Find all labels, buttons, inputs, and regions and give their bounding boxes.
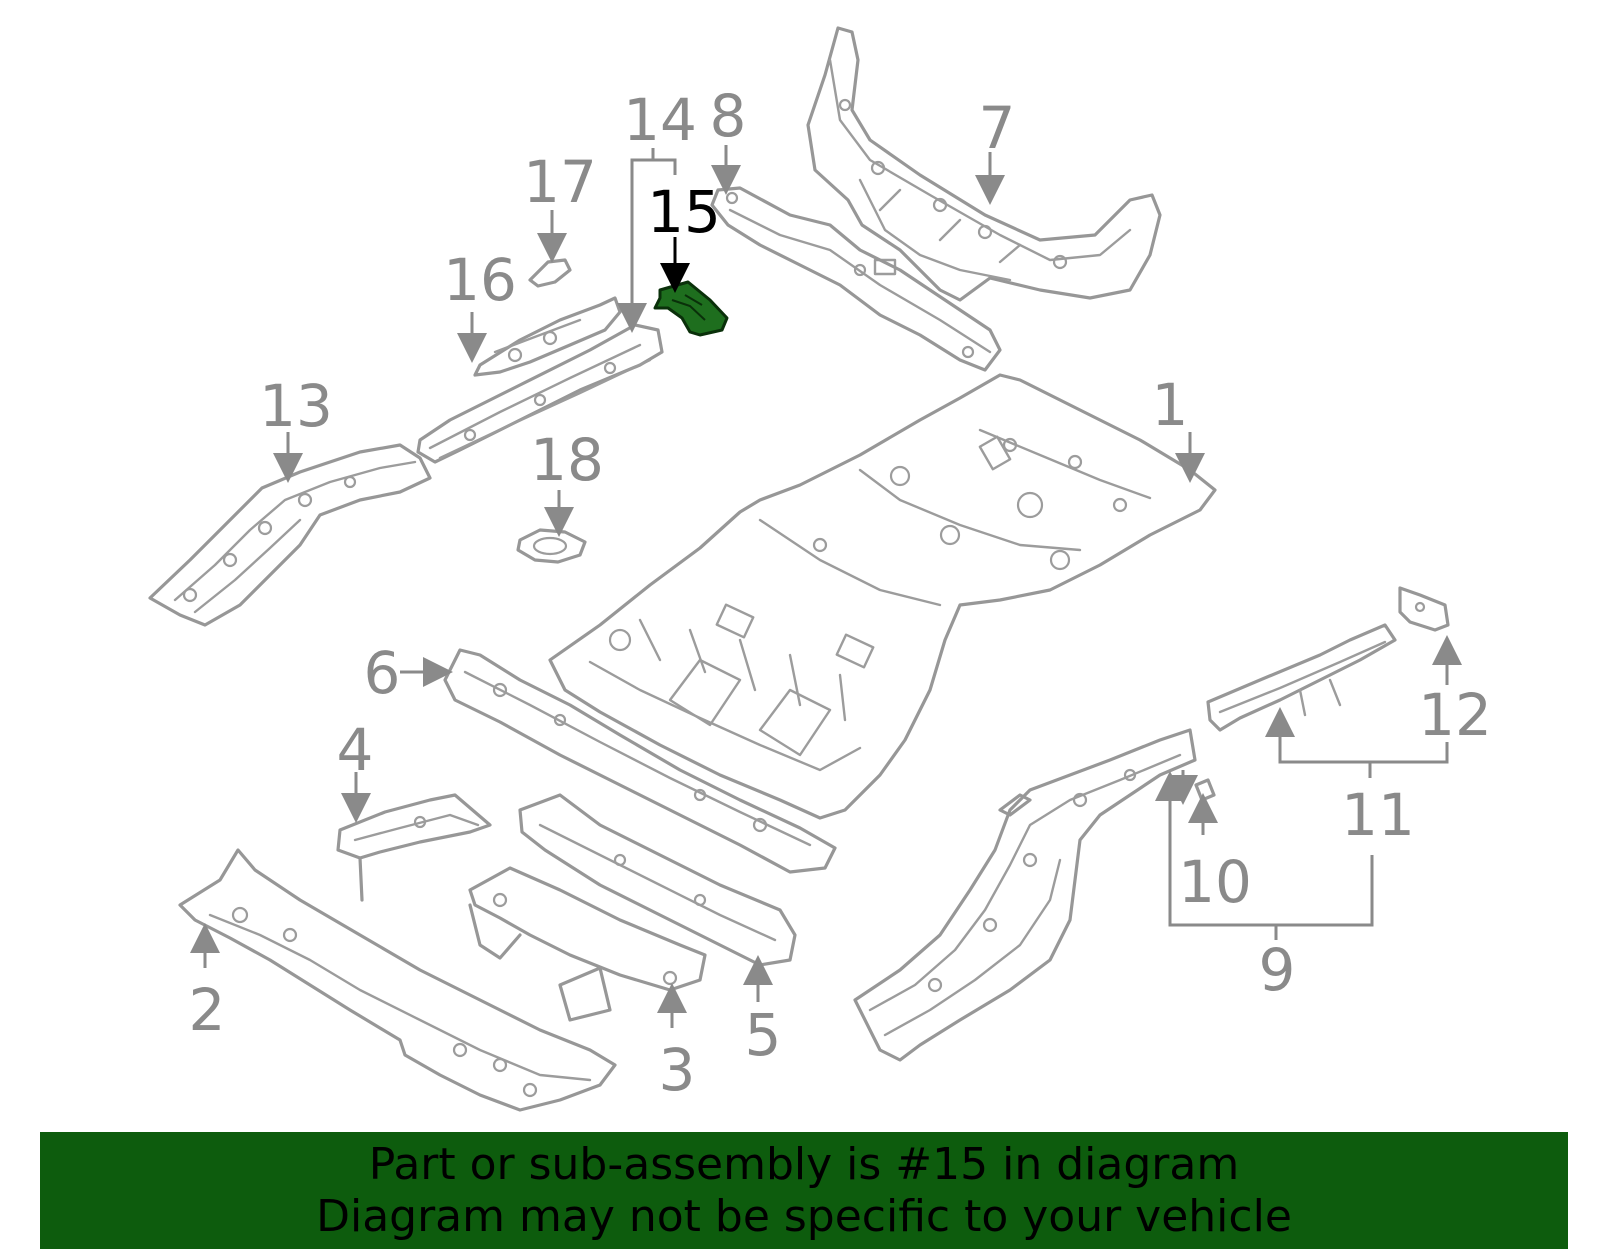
part-16-rail-bracket [473,296,622,377]
part-4-bracket [336,793,492,902]
callout-13: 13 [259,372,333,440]
part-9-side-member [853,728,1197,1062]
callout-14: 14 [623,86,697,154]
part-6-crossmember [443,648,837,874]
callout-17: 17 [523,148,597,216]
part-2-front-floor [178,848,617,1112]
part-12-bracket [1398,586,1450,632]
callout-15-highlighted: 15 [647,178,721,246]
callout-3: 3 [659,1036,696,1104]
part-10-clip [1194,778,1216,802]
callout-9: 9 [1259,936,1296,1004]
part-7-rear-panel [806,26,1162,302]
callout-12: 12 [1418,681,1492,749]
callout-4: 4 [337,716,374,784]
callout-10: 10 [1178,848,1252,916]
part-1-floor-pan [548,373,1217,820]
leader-lines [190,145,1462,1028]
part-11-rail [1206,623,1397,732]
part-17-clip [528,258,572,288]
part-5-crossmember [518,793,797,967]
info-banner: Part or sub-assembly is #15 in diagram D… [40,1132,1568,1249]
callout-8: 8 [710,82,747,150]
callout-2: 2 [189,976,226,1044]
part-18-plate [516,528,587,564]
part-14-side-rail [416,323,664,464]
part-8-crossmember [710,186,1002,372]
part-15-bracket-highlighted [653,280,729,337]
callout-16: 16 [443,246,517,314]
callout-7: 7 [979,94,1016,162]
callout-18: 18 [530,426,604,494]
part-13-side-member [148,443,432,627]
callout-5: 5 [745,1001,782,1069]
callouts: 1 2 3 4 5 6 7 8 9 10 11 12 13 14 15 16 1… [189,82,1492,1104]
banner-line-2: Diagram may not be specific to your vehi… [316,1190,1292,1242]
callout-11: 11 [1341,781,1415,849]
callout-6: 6 [364,639,401,707]
callout-1: 1 [1152,371,1189,439]
banner-line-1: Part or sub-assembly is #15 in diagram [368,1138,1240,1190]
